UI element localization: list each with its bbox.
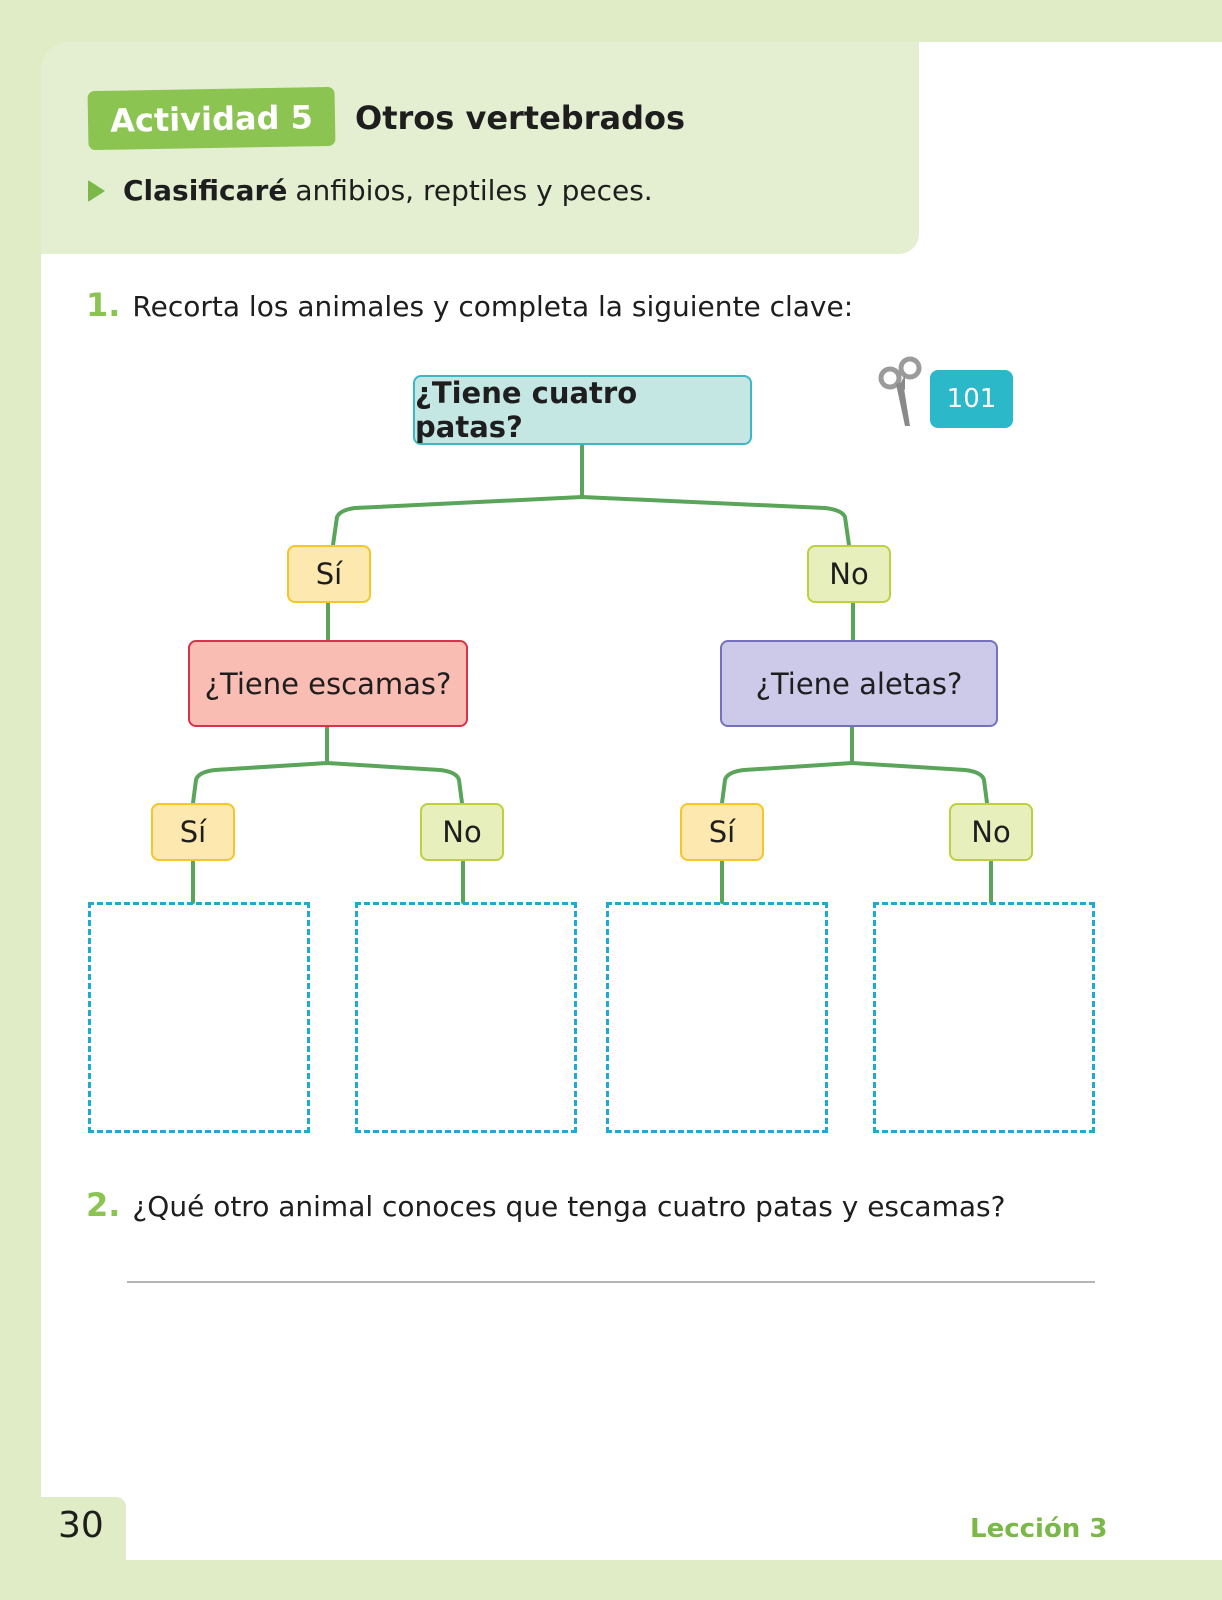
key-question-scales: ¿Tiene escamas? <box>188 640 468 727</box>
question-2: 2. ¿Qué otro animal conoces que tenga cu… <box>86 1186 1005 1224</box>
objective-verb: Clasificaré <box>123 174 288 207</box>
scissors-icon <box>878 356 922 426</box>
branch-yes-scales: Sí <box>151 803 235 861</box>
page-background <box>41 42 1222 1560</box>
question-number: 2. <box>86 1186 121 1224</box>
lesson-label: Lección 3 <box>970 1514 1108 1544</box>
question-text: Recorta los animales y completa la sigui… <box>132 290 854 323</box>
branch-no-scales: No <box>420 803 504 861</box>
cutout-drop-area-2[interactable] <box>355 902 577 1133</box>
cutout-drop-area-1[interactable] <box>88 902 310 1133</box>
key-root-question: ¿Tiene cuatro patas? <box>413 375 752 445</box>
question-1: 1. Recorta los animales y completa la si… <box>86 286 853 324</box>
question-number: 1. <box>86 286 121 324</box>
objective-text: anfibios, reptiles y peces. <box>295 174 653 207</box>
branch-yes-four-legs: Sí <box>287 545 371 603</box>
question-text: ¿Qué otro animal conoces que tenga cuatr… <box>132 1190 1006 1223</box>
branch-yes-fins: Sí <box>680 803 764 861</box>
cutout-drop-area-4[interactable] <box>873 902 1095 1133</box>
page-number-tab <box>41 1497 126 1567</box>
key-question-fins: ¿Tiene aletas? <box>720 640 998 727</box>
answer-line[interactable] <box>127 1281 1095 1283</box>
play-bullet-icon <box>88 179 105 202</box>
activity-title: Otros vertebrados <box>355 99 686 137</box>
branch-no-fins: No <box>949 803 1033 861</box>
cutout-page-badge: 101 <box>930 370 1013 428</box>
page-number: 30 <box>58 1505 104 1546</box>
learning-objective: Clasificaré anfibios, reptiles y peces. <box>88 174 653 207</box>
branch-no-four-legs: No <box>807 545 891 603</box>
cutout-drop-area-3[interactable] <box>606 902 828 1133</box>
